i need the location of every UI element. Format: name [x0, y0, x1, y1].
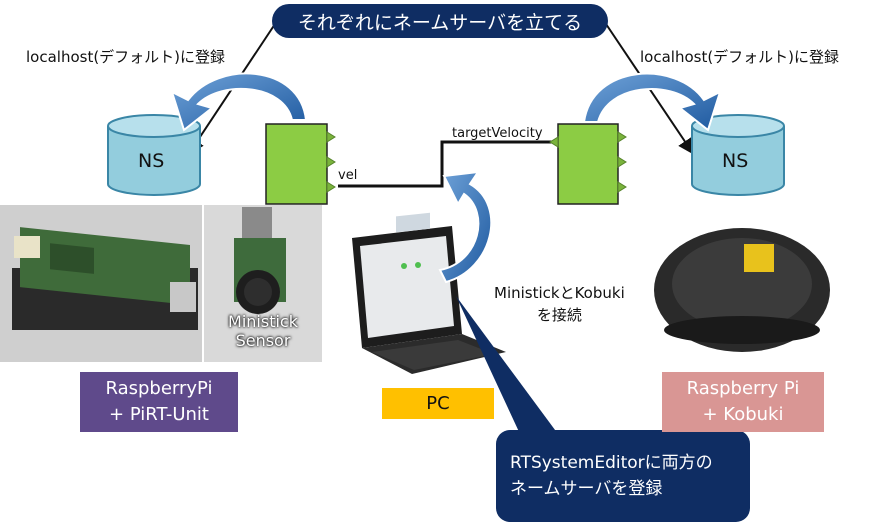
ns-right-cylinder — [691, 114, 785, 196]
connect-label-line2: を接続 — [536, 306, 582, 324]
ns-left-label: NS — [138, 150, 165, 172]
register-arrow-right — [582, 72, 722, 132]
callout-line2: ネームサーバを登録 — [510, 479, 663, 499]
title-text: それぞれにネームサーバを立てる — [297, 11, 583, 34]
connect-label-line1: MinistickとKobuki — [494, 284, 625, 302]
left-device-box: RaspberryPi + PiRT-Unit — [80, 372, 238, 432]
laptop-image — [352, 212, 506, 374]
port-vel-label: vel — [338, 168, 358, 183]
rtc-kobuki — [549, 123, 627, 205]
ministick-label-line1: Ministick — [228, 312, 298, 331]
port-connection-line — [338, 140, 558, 188]
title-banner: それぞれにネームサーバを立てる — [272, 4, 608, 38]
connect-arrow — [438, 170, 493, 284]
left-device-line1: RaspberryPi — [105, 378, 213, 399]
callout-text: RTSystemEditorに両方の ネームサーバを登録 — [510, 450, 742, 502]
ns-left-cylinder — [107, 114, 201, 196]
callout-pointer — [456, 296, 558, 434]
left-register-label: localhost(デフォルト)に登録 — [26, 48, 226, 66]
right-device-line2: + Kobuki — [702, 404, 784, 425]
raspberrypi-photo — [0, 205, 202, 362]
pc-label: PC — [426, 392, 450, 414]
callout-box-bg — [496, 430, 750, 522]
ministick-sensor-photo — [204, 205, 322, 362]
rtc-ministick — [265, 123, 336, 205]
ns-right-label: NS — [722, 150, 749, 172]
pc-box: PC — [382, 388, 494, 419]
right-device-box: Raspberry Pi + Kobuki — [662, 372, 824, 432]
port-target-label: targetVelocity — [452, 126, 543, 141]
connect-label: MinistickとKobuki を接続 — [494, 282, 625, 326]
register-arrow-left — [170, 72, 308, 132]
ministick-label-line2: Sensor — [235, 331, 291, 350]
ministick-sensor-label: Ministick Sensor — [218, 312, 308, 350]
callout-line1: RTSystemEditorに両方の — [510, 453, 713, 473]
right-device-line1: Raspberry Pi — [686, 378, 800, 399]
right-register-label: localhost(デフォルト)に登録 — [640, 48, 840, 66]
left-device-line2: + PiRT-Unit — [109, 404, 209, 425]
kobuki-photo — [650, 210, 835, 360]
